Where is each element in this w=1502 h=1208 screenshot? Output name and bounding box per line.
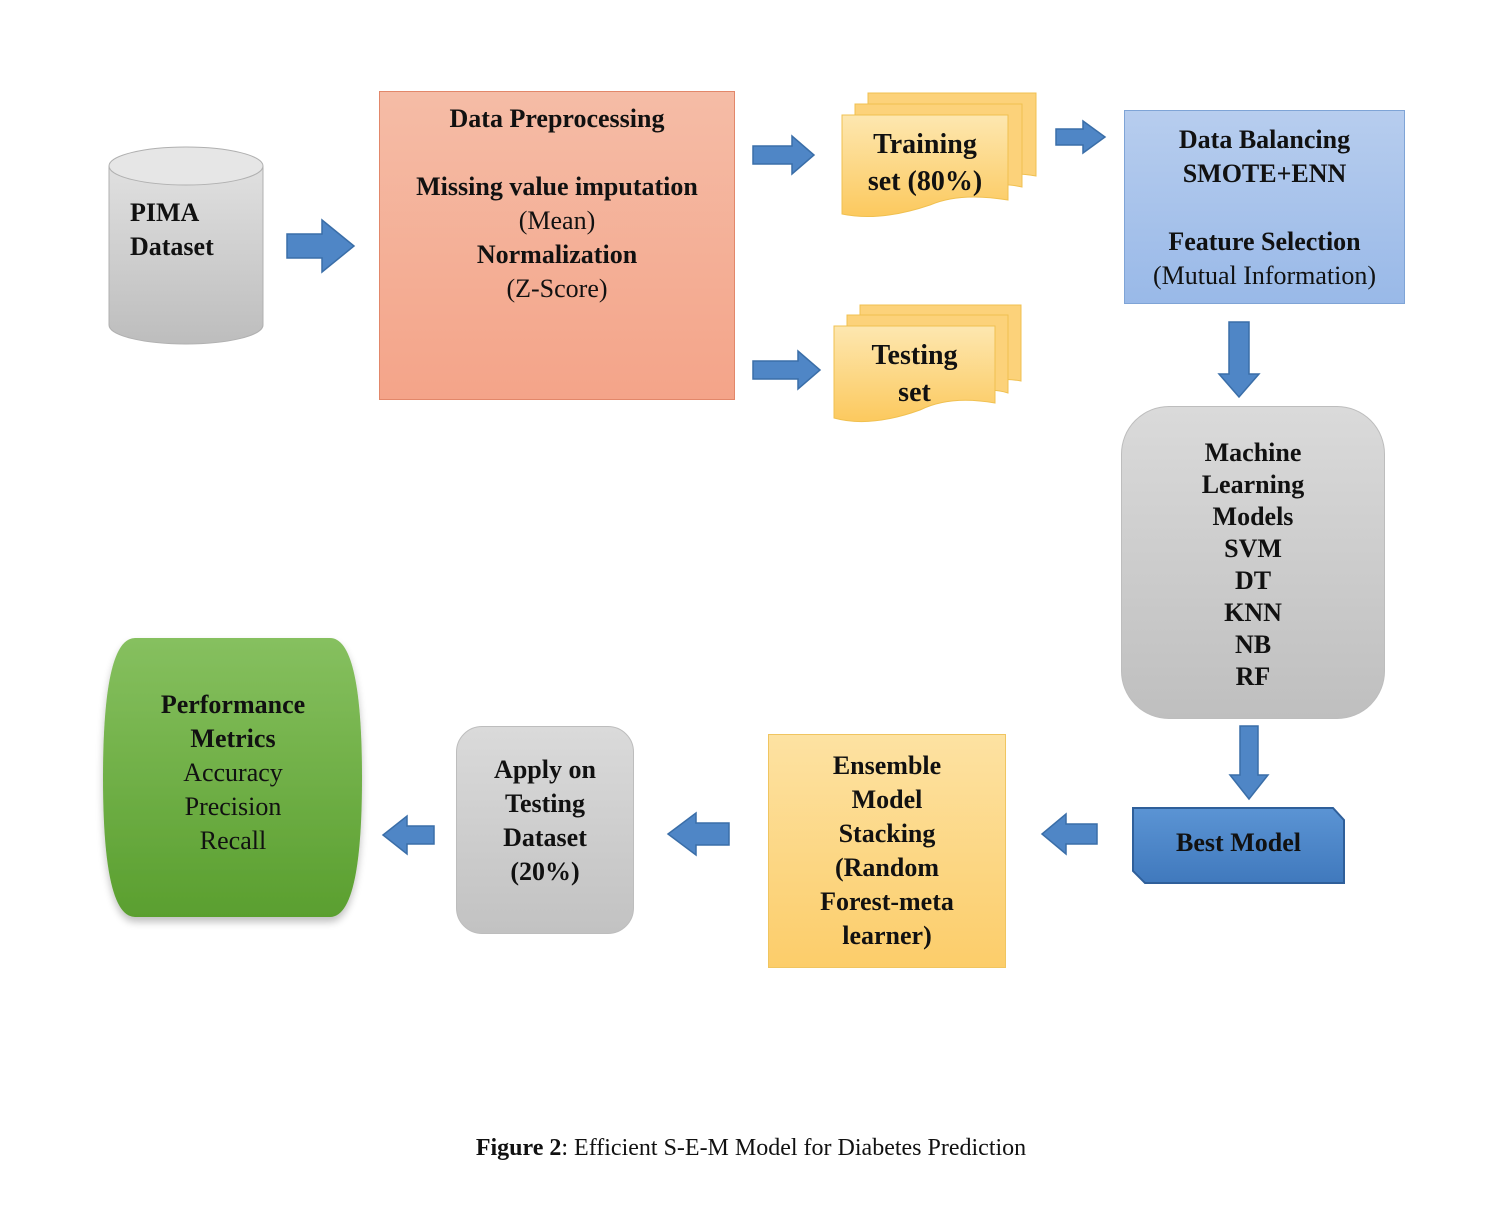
arrow-right-icon <box>752 134 816 176</box>
training-line1: Training <box>873 129 977 160</box>
metric-recall: Recall <box>199 826 267 855</box>
caption-label: Figure 2 <box>475 1135 562 1161</box>
spacer <box>380 136 734 170</box>
ensemble-line: Forest-meta <box>820 887 954 916</box>
training-set-label: Training set (80%) <box>842 126 1008 200</box>
testing-line2: set <box>898 377 931 408</box>
apply-testing-box: Apply on Testing Dataset (20%) <box>456 726 634 934</box>
preprocessing-step1-detail: (Mean) <box>518 206 596 235</box>
pima-line1: PIMA <box>130 198 200 227</box>
performance-metrics-shape <box>103 638 362 917</box>
performance-title1: Performance <box>160 690 306 719</box>
pima-line2: Dataset <box>130 232 214 261</box>
best-model-shape <box>1132 807 1345 884</box>
training-set-documents <box>841 92 1037 218</box>
ml-line: Machine <box>1204 438 1302 467</box>
ml-line: Models <box>1212 502 1294 531</box>
arrow-left-icon <box>1040 812 1098 856</box>
data-preprocessing-box: Data Preprocessing Missing value imputat… <box>379 91 735 400</box>
feature-selection-title: Feature Selection <box>1168 227 1361 256</box>
ml-models-box: Machine Learning Models SVM DT KNN NB RF <box>1121 406 1385 719</box>
ml-model-knn: KNN <box>1224 598 1282 627</box>
apply-line: Testing <box>505 789 585 818</box>
apply-line: Dataset <box>503 823 587 852</box>
preprocessing-title: Data Preprocessing <box>449 104 665 133</box>
performance-title2: Metrics <box>190 724 276 753</box>
feature-selection-detail: (Mutual Information) <box>1152 261 1377 290</box>
ml-model-dt: DT <box>1234 566 1272 595</box>
preprocessing-step2: Normalization <box>476 240 638 269</box>
preprocessing-step1: Missing value imputation <box>416 172 698 201</box>
metric-precision: Precision <box>184 792 282 821</box>
ensemble-line: Ensemble <box>832 751 942 780</box>
pima-dataset-label: PIMA Dataset <box>130 196 214 264</box>
preprocessing-step2-detail: (Z-Score) <box>506 274 608 303</box>
training-line2: set (80%) <box>867 166 983 197</box>
ensemble-line: learner) <box>842 921 932 950</box>
testing-line1: Testing <box>871 340 958 371</box>
ml-model-svm: SVM <box>1224 534 1282 563</box>
balancing-title2: SMOTE+ENN <box>1182 159 1347 188</box>
ensemble-line: Stacking <box>838 819 936 848</box>
arrow-left-icon <box>381 814 435 856</box>
best-model-label: Best Model <box>1176 828 1301 857</box>
caption-text: : Efficient S-E-M Model for Diabetes Pre… <box>561 1135 1027 1161</box>
ml-model-nb: NB <box>1234 630 1272 659</box>
spacer <box>1125 191 1404 225</box>
performance-metrics-label: Performance Metrics Accuracy Precision R… <box>108 688 358 858</box>
metric-accuracy: Accuracy <box>183 758 283 787</box>
ensemble-model-box: Ensemble Model Stacking (Random Forest-m… <box>768 734 1006 968</box>
figure-caption: Figure 2: Efficient S-E-M Model for Diab… <box>0 1133 1502 1163</box>
testing-set-label: Testing set <box>834 337 995 411</box>
arrow-down-icon <box>1217 321 1261 399</box>
arrow-right-icon <box>752 349 822 391</box>
ml-line: Learning <box>1201 470 1305 499</box>
arrow-right-icon <box>286 218 356 274</box>
balancing-title1: Data Balancing <box>1178 125 1351 154</box>
pima-dataset-cylinder <box>108 146 264 345</box>
arrow-down-icon <box>1228 725 1270 801</box>
data-balancing-box: Data Balancing SMOTE+ENN Feature Selecti… <box>1124 110 1405 304</box>
arrow-left-icon <box>666 811 730 857</box>
ml-model-rf: RF <box>1235 662 1271 691</box>
ensemble-line: Model <box>851 785 923 814</box>
apply-line: (20%) <box>510 857 580 886</box>
ensemble-line: (Random <box>834 853 939 882</box>
arrow-right-icon <box>1055 119 1107 155</box>
apply-line: Apply on <box>494 755 596 784</box>
testing-set-documents <box>833 304 1022 423</box>
